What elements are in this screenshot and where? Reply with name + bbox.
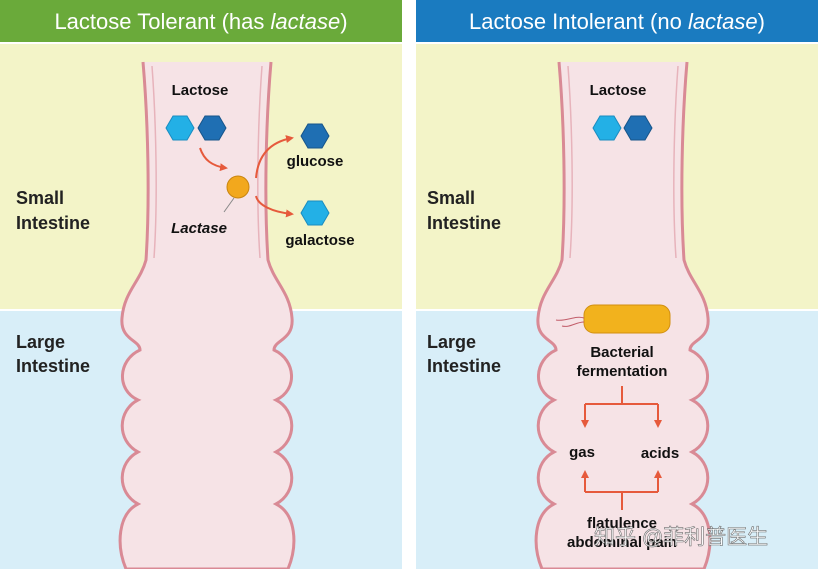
bacteria-icon — [583, 304, 671, 334]
glucose-label: glucose — [287, 153, 344, 170]
glucose-hex — [300, 123, 330, 149]
symptom-branch-arrows — [581, 470, 662, 510]
fermentation-label-line1: Bacterial — [590, 344, 653, 361]
left-panel: Lactose Tolerant (has lactase) Small Int… — [0, 0, 402, 569]
left-header-title: Lactose Tolerant (has lactase) — [54, 9, 347, 34]
right-panel: Lactose Intolerant (no lactase) Small In… — [416, 0, 818, 569]
fermentation-branch-arrows — [581, 386, 662, 428]
right-region-small-line2: Intestine — [427, 213, 501, 233]
lactase-enzyme-icon — [226, 175, 250, 199]
left-intestine-tube — [118, 61, 296, 569]
galactose-label: galactose — [285, 232, 354, 249]
right-header-title: Lactose Intolerant (no lactase) — [469, 9, 765, 34]
symptom-label-line1: flatulence — [587, 515, 657, 532]
gas-label: gas — [569, 444, 595, 461]
watermark-text: 知乎 @菲利普医生 — [594, 526, 768, 549]
left-arrow-to-lactase — [199, 147, 228, 172]
right-region-large-line1: Large — [427, 332, 476, 352]
left-arrow-to-glucose — [255, 135, 294, 179]
right-region-large-line2: Intestine — [427, 356, 501, 376]
right-region-small-line1: Small — [427, 188, 475, 208]
lactase-label: Lactase — [171, 220, 227, 237]
left-region-small-line1: Small — [16, 188, 64, 208]
left-lactose-glucose-hex — [197, 115, 227, 141]
left-lactose-galactose-hex — [165, 115, 195, 141]
left-region-small-line2: Intestine — [16, 213, 90, 233]
symptom-label-line2: abdominal pain — [567, 534, 677, 551]
galactose-hex — [300, 200, 330, 226]
left-header-bar — [0, 0, 402, 42]
left-arrow-to-galactose — [255, 195, 294, 218]
right-header-bar — [416, 0, 818, 42]
left-region-large-line2: Intestine — [16, 356, 90, 376]
fermentation-label-line2: fermentation — [577, 363, 668, 380]
left-lactose-label: Lactose — [172, 82, 229, 99]
right-lactose-glucose-hex — [623, 115, 653, 141]
left-region-large-line1: Large — [16, 332, 65, 352]
lactase-pointer-line — [223, 197, 235, 213]
bacteria-flagella — [555, 316, 585, 327]
acids-label: acids — [641, 445, 679, 462]
right-lactose-galactose-hex — [592, 115, 622, 141]
right-lactose-label: Lactose — [590, 82, 647, 99]
